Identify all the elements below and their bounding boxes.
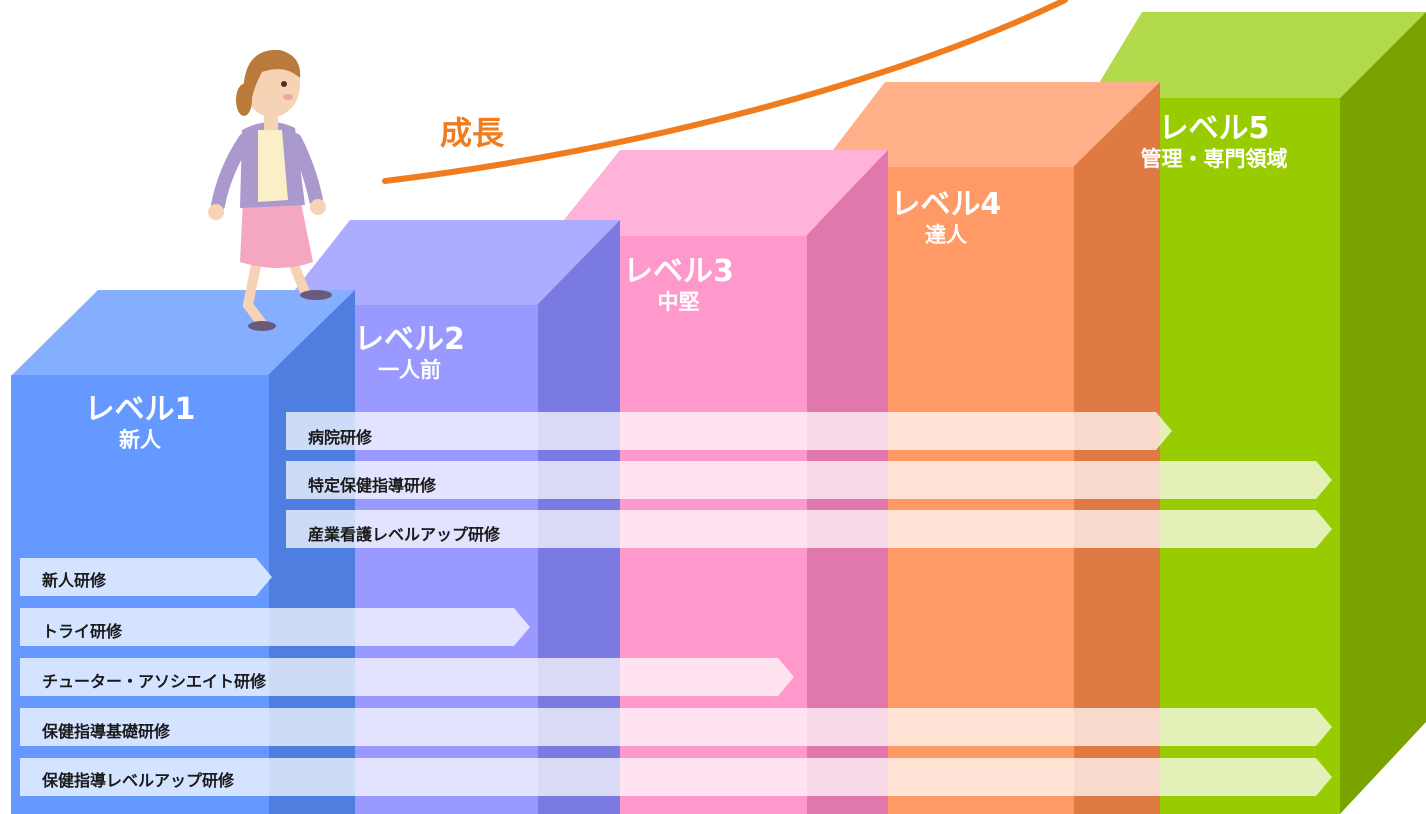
training-bars bbox=[20, 412, 1332, 796]
training-arrow-bar bbox=[20, 758, 1332, 796]
training-arrow-bar bbox=[20, 658, 794, 696]
level-4-title: レベル4 達人 bbox=[818, 187, 1074, 247]
training-label-tokutei-hokenshido: 特定保健指導研修 bbox=[308, 476, 437, 495]
level-3-title: レベル3 中堅 bbox=[550, 254, 807, 314]
training-label-try: トライ研修 bbox=[42, 622, 123, 641]
level-1-subtitle: 新人 bbox=[119, 427, 161, 452]
training-arrow-bar bbox=[286, 510, 1332, 548]
level-4-name: レベル4 bbox=[890, 187, 1002, 222]
woman-illustration bbox=[208, 49, 332, 331]
level-3-name: レベル3 bbox=[623, 254, 734, 289]
training-label-shinjin: 新人研修 bbox=[42, 571, 107, 590]
training-label-hokenshido-levelup: 保健指導レベルアップ研修 bbox=[42, 771, 235, 790]
training-arrow-bar bbox=[20, 608, 530, 646]
level-5-subtitle: 管理・専門領域 bbox=[1140, 146, 1288, 171]
training-label-tutor-associate: チューター・アソシエイト研修 bbox=[42, 672, 267, 691]
level-4-subtitle: 達人 bbox=[925, 222, 967, 247]
training-label-sangyo-kango-levelup: 産業看護レベルアップ研修 bbox=[308, 525, 501, 544]
growth-curve bbox=[382, 0, 1068, 184]
level-2-title: レベル2 一人前 bbox=[281, 322, 538, 382]
level-5-name: レベル5 bbox=[1158, 111, 1270, 146]
level-2-name: レベル2 bbox=[354, 322, 465, 357]
growth-label: 成長 bbox=[440, 114, 505, 152]
level-5-title: レベル5 管理・専門領域 bbox=[1088, 111, 1340, 171]
level-3-subtitle: 中堅 bbox=[657, 289, 700, 314]
training-arrow-bar bbox=[286, 412, 1172, 450]
training-arrow-bar bbox=[20, 708, 1332, 746]
level-1-name: レベル1 bbox=[84, 392, 196, 427]
level-1-title: レベル1 新人 bbox=[11, 392, 269, 452]
training-arrow-bar bbox=[286, 461, 1332, 499]
level-2-subtitle: 一人前 bbox=[378, 357, 441, 382]
training-label-hokenshido-kiso: 保健指導基礎研修 bbox=[42, 722, 171, 741]
training-arrow-bar bbox=[20, 558, 272, 596]
training-label-byoin: 病院研修 bbox=[308, 428, 373, 447]
